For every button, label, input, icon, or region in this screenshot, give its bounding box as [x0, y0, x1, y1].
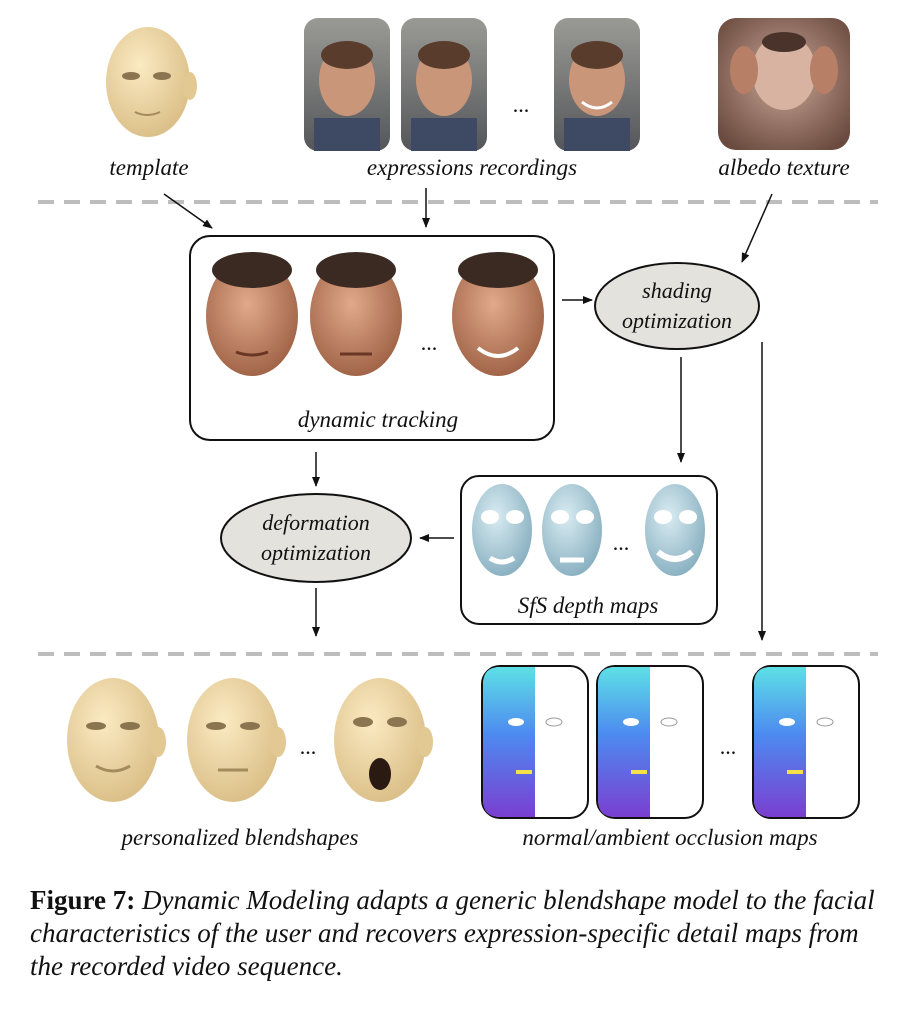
pipeline-figure: template expressions recordings albedo t…: [38, 18, 878, 850]
blendshape-head: [67, 678, 166, 802]
sfs-depth-map: [645, 484, 705, 576]
deformation-line-2: optimization: [260, 540, 372, 565]
shading-line-1: shading: [642, 278, 712, 303]
recording-photo: [401, 18, 487, 151]
arrow-albedo-to-shading: [741, 193, 773, 263]
sfs-label: SfS depth maps: [517, 593, 659, 618]
tracked-face: [452, 252, 544, 376]
sfs-box: [460, 475, 718, 625]
deformation-optimization-node: [220, 493, 412, 583]
template-label: template: [109, 155, 189, 180]
shading-optimization-label: shading optimization: [622, 276, 732, 336]
tracking-label: dynamic tracking: [297, 407, 459, 432]
ellipsis-normal-maps: ...: [719, 734, 737, 759]
recording-photo: [554, 18, 640, 151]
sfs-depth-map: [472, 484, 532, 576]
ellipsis-blendshapes: ...: [299, 734, 317, 759]
caption-number: Figure 7:: [30, 885, 136, 915]
template-head: [106, 27, 197, 137]
arrow-template-to-tracking: [163, 193, 213, 229]
tracked-face: [206, 252, 298, 376]
caption-text: Dynamic Modeling adapts a generic blends…: [30, 885, 875, 981]
tracking-box: [189, 235, 555, 441]
normal-ao-map: [596, 665, 704, 819]
recording-photo: [304, 18, 390, 151]
deformation-optimization-label: deformation optimization: [261, 508, 371, 568]
normal-ao-map: [752, 665, 860, 819]
tracked-face: [310, 252, 402, 376]
shading-optimization-node: [594, 262, 760, 350]
albedo-label: albedo texture: [718, 155, 850, 180]
ellipsis-tracking: ...: [420, 330, 438, 355]
blendshape-head: [187, 678, 286, 802]
pipeline-diagram: [38, 18, 878, 819]
blendshapes-label: personalized blendshapes: [121, 825, 359, 850]
blendshape-head: [334, 678, 433, 802]
sfs-depth-map: [542, 484, 602, 576]
ellipsis-recordings: ...: [512, 92, 530, 117]
deformation-line-1: deformation: [262, 510, 370, 535]
shading-line-2: optimization: [621, 308, 733, 333]
figure-caption: Figure 7: Dynamic Modeling adapts a gene…: [30, 884, 880, 983]
albedo-texture-image: [718, 18, 850, 150]
normal-maps-label: normal/ambient occlusion maps: [522, 825, 818, 850]
recordings-label: expressions recordings: [366, 155, 578, 180]
normal-ao-map: [481, 665, 589, 819]
ellipsis-sfs: ...: [612, 530, 630, 555]
